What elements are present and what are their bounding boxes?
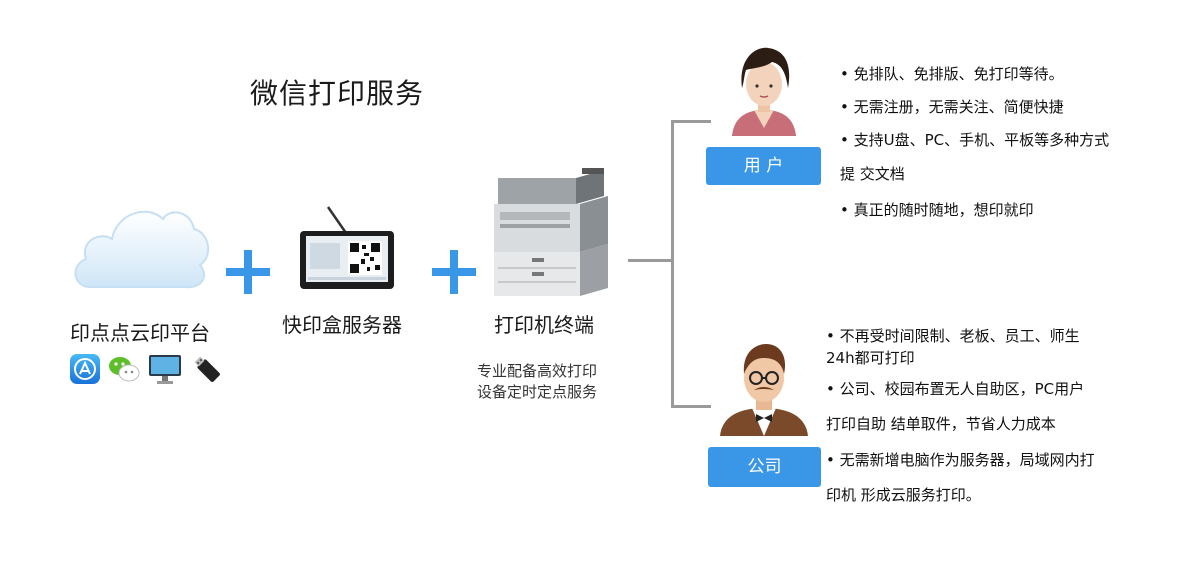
box-server-label: 快印盒服务器 [282, 313, 402, 337]
app-store-icon [70, 354, 100, 384]
page-title: 微信打印服务 [250, 77, 425, 110]
printer-desc-line-1: 专业配备高效打印 [477, 362, 598, 380]
company-bullet: 打印自助 结单取件，节省人力成本 [826, 415, 1056, 433]
company-tag: 公司 [708, 447, 821, 487]
user-avatar-icon [732, 47, 796, 136]
user-bullet: • 支持U盘、PC、手机、平板等多种方式 [840, 131, 1110, 149]
plus-icon [432, 250, 476, 294]
company-bullet: • 公司、校园布置无人自助区，PC用户 [826, 380, 1085, 398]
company-avatar-icon [720, 344, 808, 436]
user-tag: 用 户 [706, 147, 821, 185]
platform-label: 印点点云印平台 [70, 321, 210, 345]
monitor-icon [148, 354, 182, 386]
connector-line [671, 120, 674, 407]
printer-desc-line-2: 设备定时定点服务 [477, 383, 598, 401]
usb-drive-icon [192, 354, 224, 386]
connector-line [628, 259, 672, 262]
user-bullet: • 真正的随时随地，想印就印 [840, 201, 1034, 219]
box-server-device-icon [300, 206, 394, 289]
plus-icon [226, 250, 270, 294]
user-bullet: • 免排队、免排版、免打印等待。 [840, 65, 1064, 83]
printer-label: 打印机终端 [494, 313, 594, 337]
company-bullet: 24h都可打印 [826, 349, 915, 367]
company-bullet: • 不再受时间限制、老板、员工、师生 [826, 327, 1080, 345]
connector-line [671, 405, 711, 408]
printer-icon [494, 168, 608, 296]
cloud-icon [74, 210, 210, 289]
connector-line [671, 120, 711, 123]
wechat-icon [108, 354, 140, 384]
company-bullet: • 无需新增电脑作为服务器，局域网内打 [826, 451, 1095, 469]
company-bullet: 印机 形成云服务打印。 [826, 486, 981, 504]
user-bullet: 提 交文档 [840, 165, 905, 183]
user-bullet: • 无需注册，无需关注、简便快捷 [840, 98, 1064, 116]
